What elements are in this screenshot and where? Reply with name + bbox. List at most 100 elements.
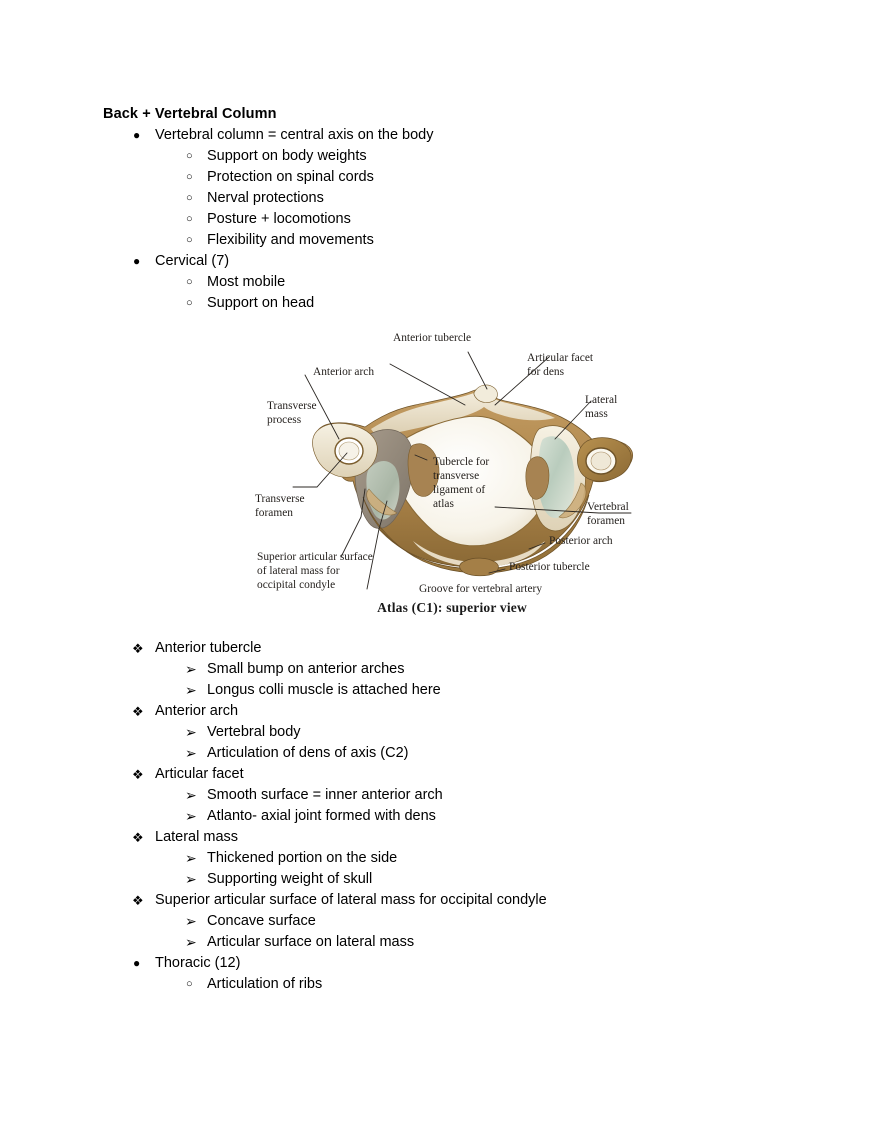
outline-item-label: Articulation of dens of axis (C2) bbox=[207, 745, 409, 761]
leader-lines bbox=[292, 351, 632, 590]
outline-item-level1: ● Vertebral column = central axis on the … bbox=[103, 125, 803, 146]
outline-item-label: Nerval protections bbox=[207, 190, 324, 206]
outline-item-label: Smooth surface = inner anterior arch bbox=[207, 787, 443, 803]
outline-item-level2: ➢ Small bump on anterior arches bbox=[103, 659, 803, 680]
leader-anterior-tubercle bbox=[467, 351, 488, 390]
outline-item-label: Cervical (7) bbox=[155, 253, 230, 269]
outline-item-level2: ○Flexibility and movements bbox=[103, 230, 803, 251]
label-superior-articular-surface-line2: of lateral mass for bbox=[257, 565, 340, 577]
outline-item-level2: ○ Support on body weights bbox=[103, 146, 803, 167]
outline-item-label: Most mobile bbox=[207, 274, 286, 290]
disc-bullet-icon: ● bbox=[133, 956, 141, 970]
leader-transverse-foramen bbox=[292, 452, 348, 488]
arrow-bullet-icon: ➢ bbox=[185, 934, 197, 950]
label-superior-articular-surface-line3: occipital condyle bbox=[257, 579, 335, 591]
label-anterior-tubercle: Anterior tubercle bbox=[393, 332, 471, 344]
arrow-bullet-icon: ➢ bbox=[185, 913, 197, 929]
outline-item-level1: ❖ Anterior arch bbox=[103, 701, 803, 722]
outline-item-level1: ❖ Anterior tubercle bbox=[103, 638, 803, 659]
outline-item-level2: ○ Articulation of ribs bbox=[103, 974, 803, 995]
outline-item-level2: ○Most mobile bbox=[103, 272, 803, 293]
outline-item-label: Superior articular surface of lateral ma… bbox=[155, 892, 547, 908]
outline-list-bottom: ❖ Anterior tubercle ➢ Small bump on anterio… bbox=[103, 638, 803, 995]
right-articular-cartilage bbox=[537, 436, 575, 519]
label-transverse-process-line2: process bbox=[267, 414, 302, 426]
label-anterior-arch: Anterior arch bbox=[313, 366, 374, 378]
circle-bullet-icon: ○ bbox=[186, 171, 193, 183]
leader-tubercle-transverse-ligament bbox=[414, 454, 428, 461]
arrow-bullet-icon: ➢ bbox=[185, 661, 197, 677]
outline-item-level2: ○Protection on spinal cords bbox=[103, 167, 803, 188]
circle-bullet-icon: ○ bbox=[186, 297, 193, 309]
arrow-bullet-icon: ➢ bbox=[185, 808, 197, 824]
label-vertebral-foramen-line1: Vertebral bbox=[587, 501, 629, 513]
outline-item-level2: ➢ Concave surface bbox=[103, 911, 803, 932]
label-tubercle-transverse-ligament-line2: transverse bbox=[433, 470, 479, 482]
document-body-lower: ❖ Anterior tubercle ➢ Small bump on anterio… bbox=[103, 638, 803, 995]
outline-item-label: Longus colli muscle is attached here bbox=[207, 682, 441, 698]
leader-posterior-arch bbox=[528, 542, 546, 550]
outline-item-label: Atlanto- axial joint formed with dens bbox=[207, 808, 436, 824]
outline-item-level2: ➢ Smooth surface = inner anterior arch bbox=[103, 785, 803, 806]
document-body: Back + Vertebral Column ● Vertebral colum… bbox=[103, 104, 803, 314]
diamond-bullet-icon: ❖ bbox=[132, 704, 144, 719]
outline-item-level1: ❖ Superior articular surface of lateral m… bbox=[103, 890, 803, 911]
outline-item-level1: ❖Lateral mass bbox=[103, 827, 803, 848]
diamond-bullet-icon: ❖ bbox=[132, 641, 144, 656]
outline-item-label: Articulation of ribs bbox=[207, 976, 323, 992]
page-title: Back + Vertebral Column bbox=[103, 106, 277, 122]
diamond-bullet-icon: ❖ bbox=[132, 893, 144, 908]
outline-item-label: Support on head bbox=[207, 295, 315, 311]
outline-item-label: Small bump on anterior arches bbox=[207, 661, 405, 677]
label-vertebral-foramen-line2: foramen bbox=[587, 515, 625, 527]
outline-item-label: Concave surface bbox=[207, 913, 316, 929]
circle-bullet-icon: ○ bbox=[186, 192, 193, 204]
atlas-vertebra-figure: Anterior tubercle Anterior arch Articula… bbox=[243, 317, 661, 625]
outline-item-label: Articular surface on lateral mass bbox=[207, 934, 415, 950]
leader-lateral-mass bbox=[554, 400, 592, 440]
leader-groove-vertebral-artery bbox=[366, 500, 388, 590]
outline-item-label: Support on body weights bbox=[207, 148, 367, 164]
outline-item-level2: ➢ Articular surface on lateral mass bbox=[103, 932, 803, 953]
outline-item-level2: ➢ Longus colli muscle is attached here bbox=[103, 680, 803, 701]
outline-item-level2: ➢ Atlanto- axial joint formed with dens bbox=[103, 806, 803, 827]
outline-item-level1: ●Cervical (7) bbox=[103, 251, 803, 272]
tubercle-transverse-ligament-left bbox=[407, 443, 440, 497]
outline-item-label: Thoracic (12) bbox=[155, 955, 241, 971]
anterior-arch-highlight bbox=[371, 391, 555, 436]
label-tubercle-transverse-ligament-line1: Tubercle for bbox=[433, 456, 489, 468]
outline-item-level2: ➢Supporting weight of skull bbox=[103, 869, 803, 890]
figure-caption: Atlas (C1): superior view bbox=[377, 600, 527, 615]
groove-vertebral-artery-right bbox=[558, 482, 587, 519]
circle-bullet-icon: ○ bbox=[186, 150, 193, 162]
outline-list-top: ● Vertebral column = central axis on the … bbox=[103, 125, 803, 314]
arrow-bullet-icon: ➢ bbox=[185, 787, 197, 803]
atlas-vertebra-illustration: Anterior tubercle Anterior arch Articula… bbox=[255, 332, 633, 595]
tubercle-transverse-ligament-right bbox=[525, 456, 550, 500]
outline-item-level1: ❖Articular facet bbox=[103, 764, 803, 785]
outline-item-level2: ○ Support on head bbox=[103, 293, 803, 314]
leader-vertebral-foramen bbox=[494, 506, 632, 514]
label-groove-for-vertebral-artery: Groove for vertebral artery bbox=[419, 583, 542, 595]
outline-item-label: Vertebral column = central axis on the b… bbox=[155, 127, 434, 143]
circle-bullet-icon: ○ bbox=[186, 978, 193, 990]
arrow-bullet-icon: ➢ bbox=[185, 682, 197, 698]
outline-item-label: Posture + locomotions bbox=[207, 211, 351, 227]
circle-bullet-icon: ○ bbox=[186, 234, 193, 246]
leader-posterior-tubercle bbox=[488, 568, 506, 574]
outline-item-label: Anterior arch bbox=[155, 703, 239, 719]
outline-item-label: Anterior tubercle bbox=[155, 640, 262, 656]
disc-bullet-icon: ● bbox=[133, 128, 141, 142]
label-tubercle-transverse-ligament-line4: atlas bbox=[433, 498, 454, 510]
leader-anterior-arch bbox=[389, 363, 466, 406]
outline-item-label: Thickened portion on the side bbox=[207, 850, 398, 866]
leader-articular-facet-for-dens bbox=[494, 356, 550, 406]
arrow-bullet-icon: ➢ bbox=[185, 850, 197, 866]
label-lateral-mass-line1: Lateral bbox=[585, 394, 617, 406]
posterior-arch-highlight bbox=[413, 541, 545, 567]
figure-labels: Anterior tubercle Anterior arch Articula… bbox=[255, 332, 629, 595]
diamond-bullet-icon: ❖ bbox=[132, 830, 144, 845]
outline-item-level2: ➢Vertebral body bbox=[103, 722, 803, 743]
label-articular-facet-for-dens-line2: for dens bbox=[527, 366, 565, 378]
